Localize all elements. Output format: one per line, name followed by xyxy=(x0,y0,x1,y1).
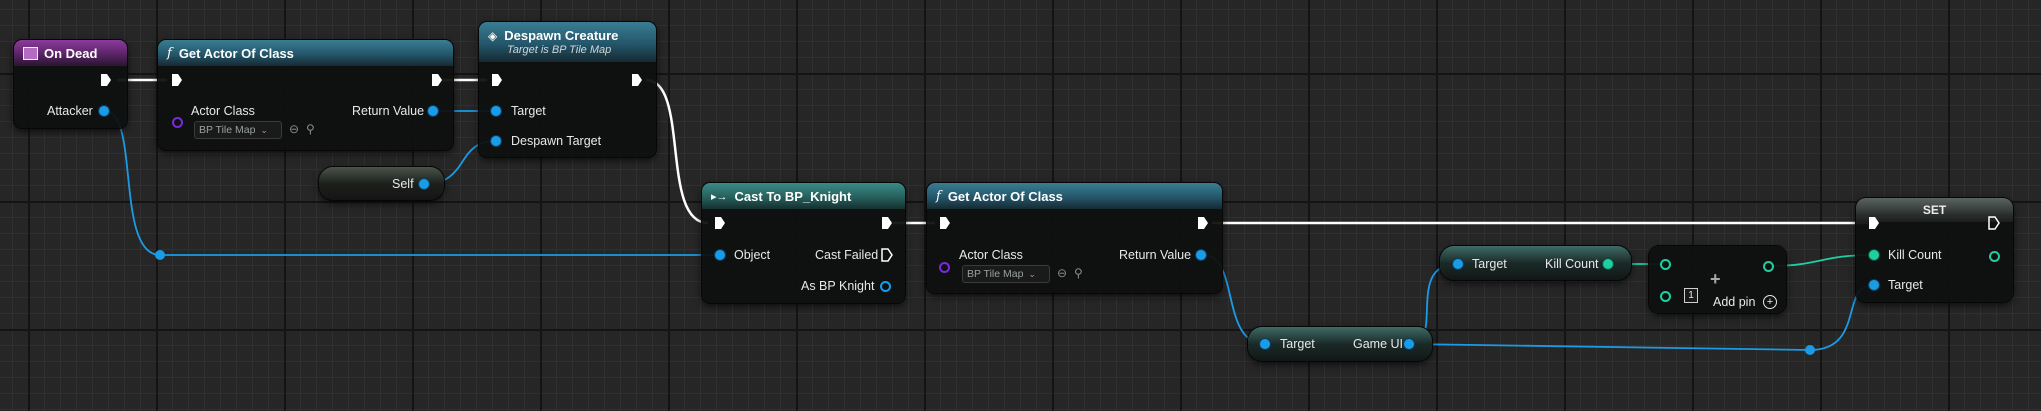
return-value-pin-2[interactable] xyxy=(1196,250,1206,260)
search-icon[interactable]: ⚲ xyxy=(306,122,315,136)
despawn-despawn-target-pin[interactable] xyxy=(491,136,501,146)
as-bp-knight-label: As BP Knight xyxy=(801,279,875,293)
despawn-exec-in-pin[interactable] xyxy=(491,73,503,87)
browse-icon[interactable]: ⊖ xyxy=(289,122,300,136)
cast-object-pin[interactable] xyxy=(715,250,725,260)
get-actor-2-exec-in-pin[interactable] xyxy=(939,216,951,230)
function-icon: f xyxy=(936,188,941,204)
despawn-despawn-target-label: Despawn Target xyxy=(511,134,602,148)
get-actor-1-exec-out-pin[interactable] xyxy=(431,73,443,87)
despawn-target-pin[interactable] xyxy=(491,106,501,116)
kill-count-target-pin[interactable] xyxy=(1453,259,1463,269)
get-actor-header-1: f Get Actor Of Class xyxy=(158,40,453,66)
add-pin-label: Add pin xyxy=(1713,295,1756,309)
cast-title: Cast To BP_Knight xyxy=(734,188,852,204)
actor-class-dropdown-1[interactable]: BP Tile Map ⌄ xyxy=(194,121,282,139)
as-bp-knight-pin[interactable] xyxy=(880,281,891,292)
get-actor-2-exec-out-pin[interactable] xyxy=(1197,216,1209,230)
set-kill-count-node[interactable]: SET xyxy=(1856,198,2013,302)
set-exec-out-pin[interactable] xyxy=(1988,216,2000,230)
cast-icon: ▸→ xyxy=(711,190,728,203)
get-actor-title-2: Get Actor Of Class xyxy=(947,188,1063,204)
browse-icon[interactable]: ⊖ xyxy=(1057,266,1068,280)
game-ui-out-pin[interactable] xyxy=(1404,339,1414,349)
self-label: Self xyxy=(392,177,414,191)
event-icon xyxy=(23,46,38,60)
get-actor-header-2: f Get Actor Of Class xyxy=(927,183,1222,209)
add-input-b-pin[interactable] xyxy=(1660,291,1671,302)
despawn-header: ◈ Despawn Creature Target is BP Tile Map xyxy=(479,22,656,62)
plus-icon: + xyxy=(1710,269,1721,289)
cast-object-label: Object xyxy=(734,248,771,262)
game-ui-target-pin[interactable] xyxy=(1260,339,1270,349)
add-input-b-value[interactable]: 1 xyxy=(1684,288,1698,303)
return-value-pin-1[interactable] xyxy=(428,106,438,116)
cast-failed-label: Cast Failed xyxy=(815,248,879,262)
get-actor-1-exec-in-pin[interactable] xyxy=(171,73,183,87)
attacker-out-pin[interactable] xyxy=(99,106,109,116)
kill-count-getter-node[interactable] xyxy=(1440,246,1631,280)
set-kill-count-out-pin[interactable] xyxy=(1989,251,2000,262)
cast-exec-out-pin[interactable] xyxy=(881,216,893,230)
search-icon[interactable]: ⚲ xyxy=(1074,266,1083,280)
actor-class-pin-2[interactable] xyxy=(939,262,950,273)
get-actor-of-class-node-2[interactable]: f Get Actor Of Class xyxy=(927,183,1222,293)
return-value-label-2: Return Value xyxy=(1119,248,1192,262)
get-actor-title-1: Get Actor Of Class xyxy=(178,45,294,61)
chevron-down-icon: ⌄ xyxy=(1028,268,1036,279)
kill-count-output-label: Kill Count xyxy=(1545,257,1599,271)
add-pin-button[interactable]: + xyxy=(1763,295,1777,309)
self-out-pin[interactable] xyxy=(419,179,429,189)
cast-exec-in-pin[interactable] xyxy=(714,216,726,230)
set-kill-count-label: Kill Count xyxy=(1888,248,1942,262)
despawn-creature-node[interactable]: ◈ Despawn Creature Target is BP Tile Map xyxy=(479,22,656,157)
actor-class-label-1: Actor Class xyxy=(191,104,255,118)
despawn-target-label: Target xyxy=(511,104,546,118)
set-header: SET xyxy=(1856,198,2013,222)
actor-class-value-1: BP Tile Map xyxy=(199,124,256,136)
reroute-knot xyxy=(1805,345,1815,355)
cast-failed-exec-pin[interactable] xyxy=(881,248,893,262)
game-ui-target-label: Target xyxy=(1280,337,1315,351)
on-dead-exec-out-pin[interactable] xyxy=(100,73,112,87)
game-ui-getter-node[interactable] xyxy=(1248,327,1432,361)
game-ui-output-label: Game UI xyxy=(1353,337,1404,351)
on-dead-title: On Dead xyxy=(44,45,98,61)
get-actor-of-class-node-1[interactable]: f Get Actor Of Class xyxy=(158,40,453,150)
actor-class-value-2: BP Tile Map xyxy=(967,268,1024,280)
set-target-pin[interactable] xyxy=(1869,280,1879,290)
set-target-label: Target xyxy=(1888,278,1923,292)
cast-header: ▸→ Cast To BP_Knight xyxy=(702,183,905,209)
add-output-pin[interactable] xyxy=(1763,261,1774,272)
gameui-to-set-target-wire xyxy=(1409,284,1874,351)
add-input-a-pin[interactable] xyxy=(1660,259,1671,270)
despawn-subtitle: Target is BP Tile Map xyxy=(507,44,612,56)
despawn-exec-out-pin[interactable] xyxy=(631,73,643,87)
cast-to-bp-knight-node[interactable]: ▸→ Cast To BP_Knight xyxy=(702,183,905,303)
return-value-label-1: Return Value xyxy=(352,104,425,118)
exec-wire-3 xyxy=(645,78,709,225)
on-dead-header: On Dead xyxy=(14,40,127,66)
reroute-knot xyxy=(155,250,165,260)
actor-class-dropdown-2[interactable]: BP Tile Map ⌄ xyxy=(962,265,1050,283)
function-icon: f xyxy=(167,45,172,61)
function-diamond-icon: ◈ xyxy=(488,28,498,43)
set-title: SET xyxy=(1922,203,1947,217)
despawn-title: Despawn Creature xyxy=(504,28,619,43)
kill-count-target-label: Target xyxy=(1472,257,1507,271)
actor-class-pin-1[interactable] xyxy=(172,117,183,128)
set-exec-in-pin[interactable] xyxy=(1868,216,1880,230)
set-kill-count-in-pin[interactable] xyxy=(1869,250,1879,260)
kill-count-out-pin[interactable] xyxy=(1603,259,1613,269)
actor-class-label-2: Actor Class xyxy=(959,248,1023,262)
chevron-down-icon: ⌄ xyxy=(260,124,268,135)
attacker-label: Attacker xyxy=(47,104,93,118)
